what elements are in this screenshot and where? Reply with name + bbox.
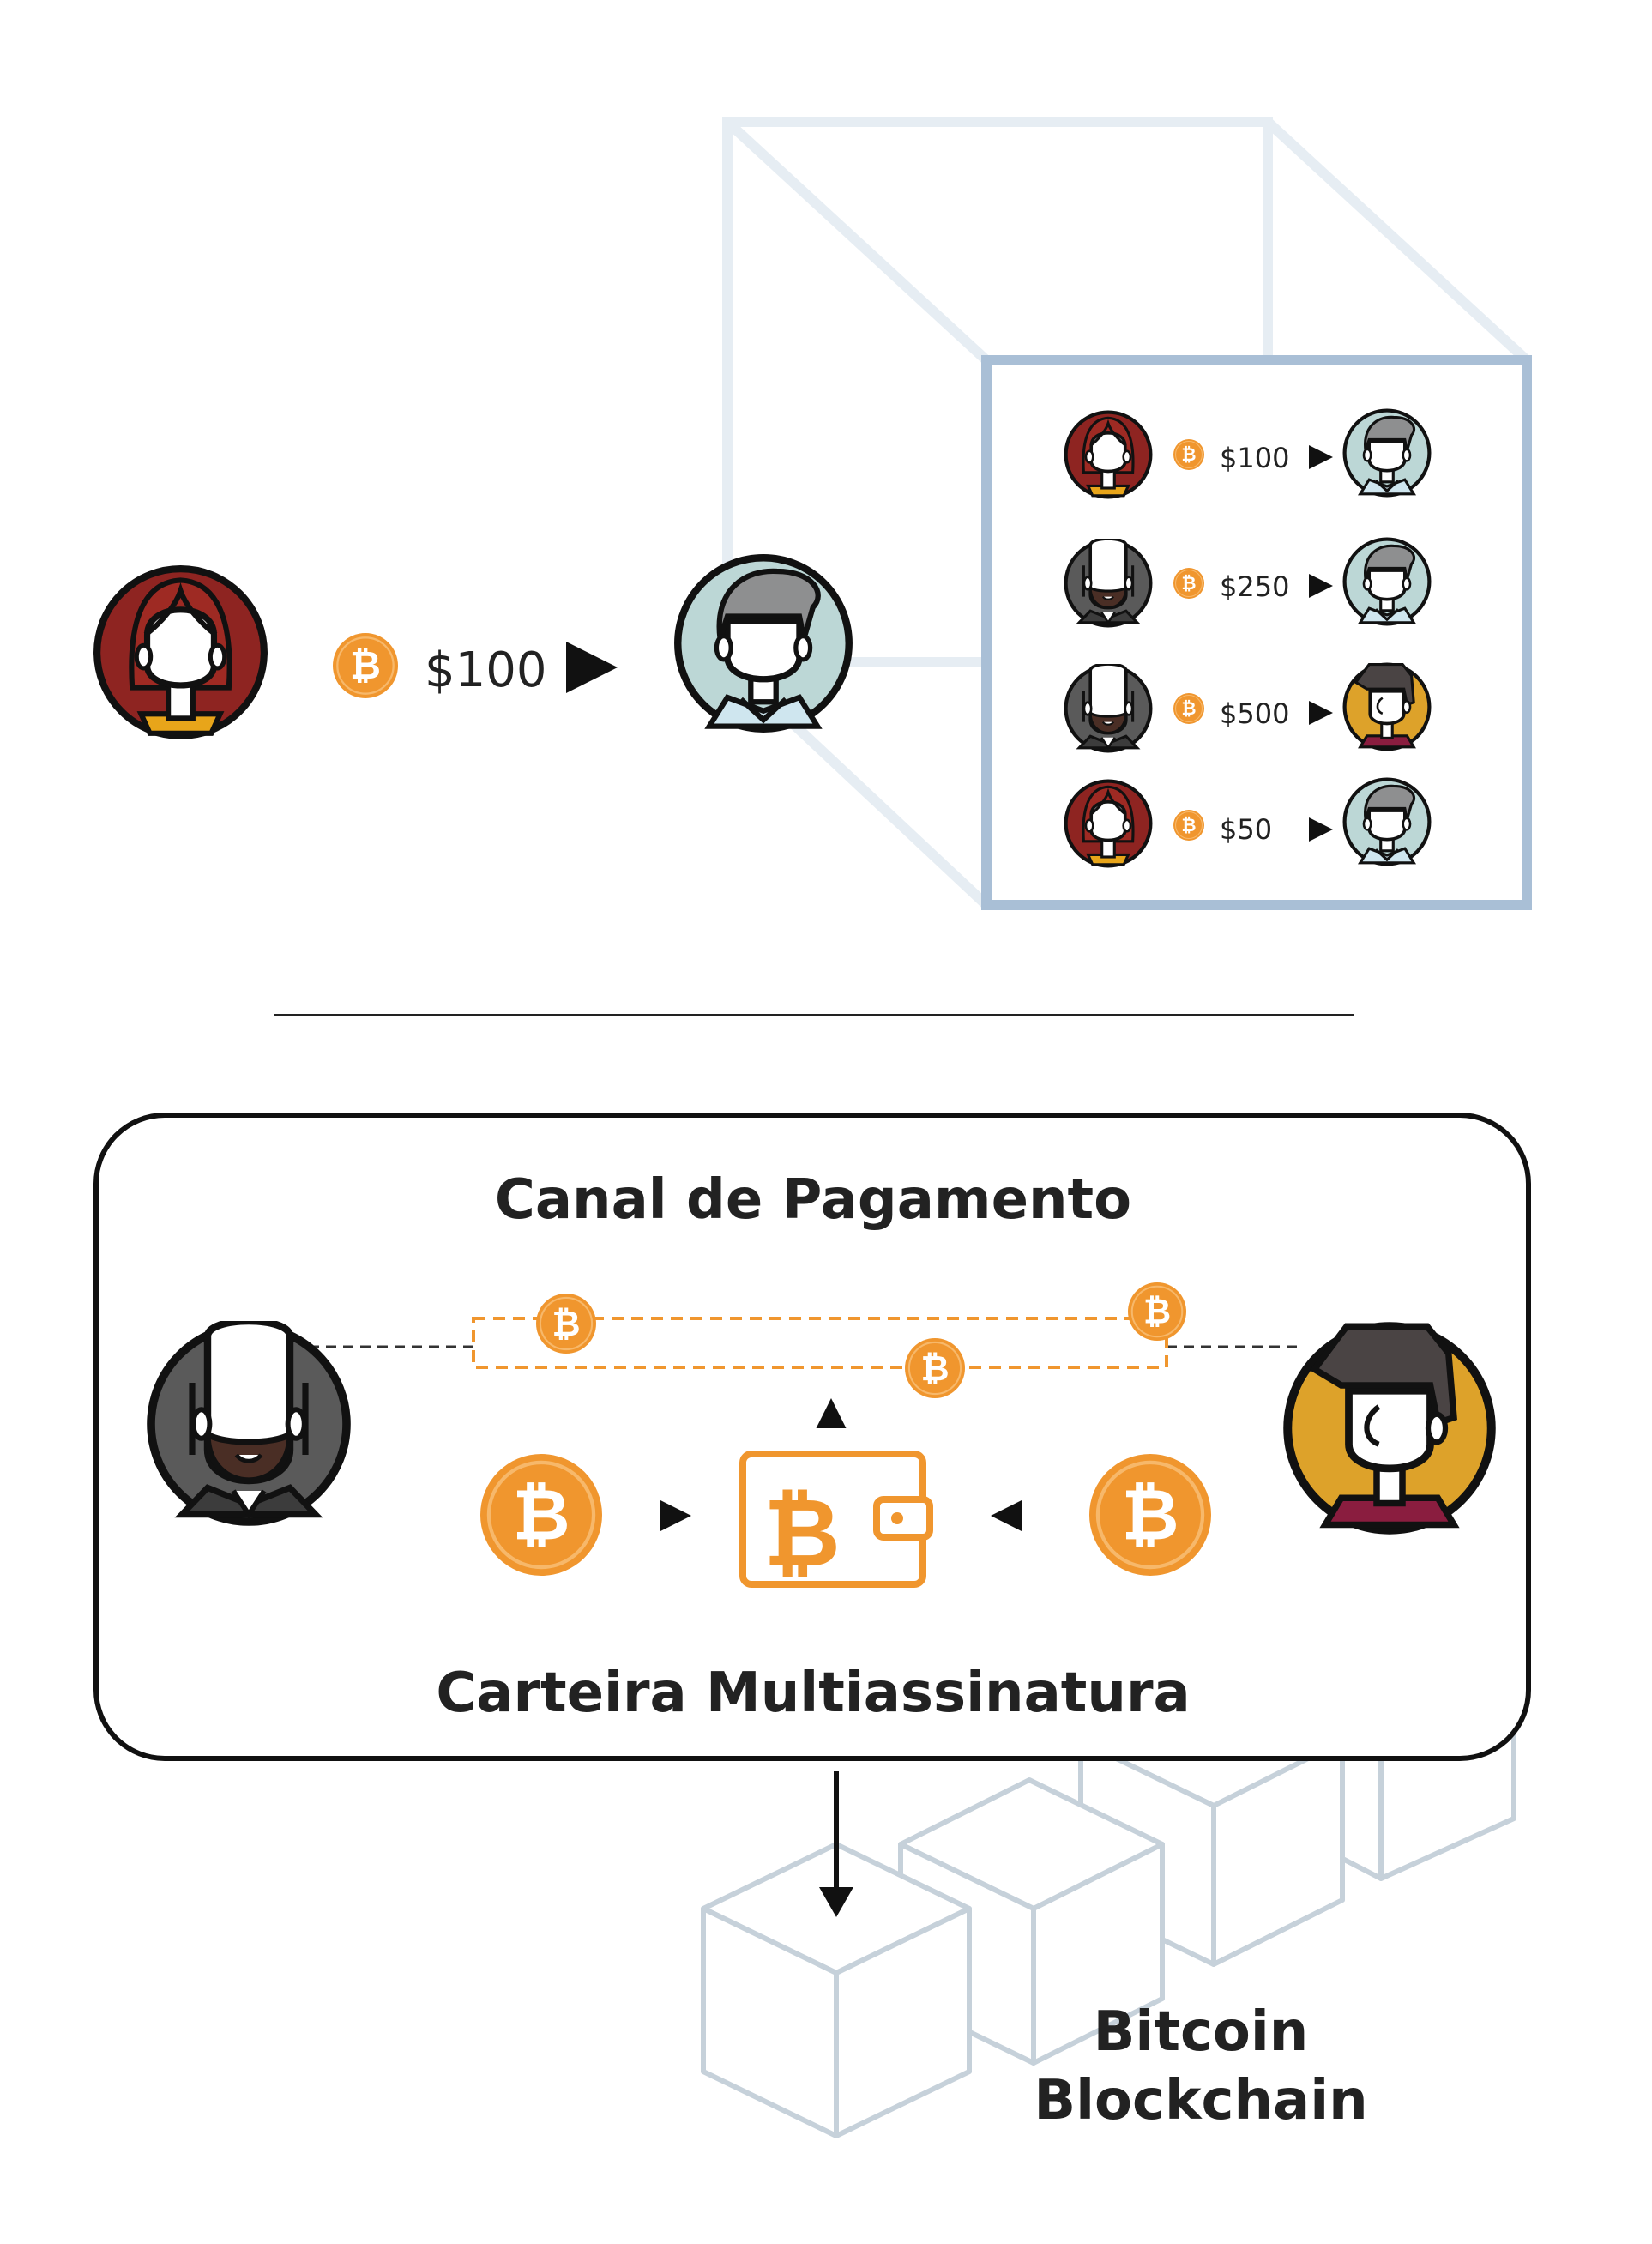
sender-avatar-icon: [1066, 781, 1151, 866]
receiver-avatar-icon: [1345, 780, 1430, 865]
block-tx-4: $50: [1066, 780, 1430, 866]
bitcoin-coin-icon: [905, 1338, 965, 1398]
settlement-arrow: [819, 1771, 853, 1917]
single-transaction: $100: [97, 558, 849, 736]
bitcoin-coin-icon: [1128, 1282, 1186, 1341]
receiver-avatar-icon: [1345, 411, 1430, 496]
bitcoin-coin-icon: [480, 1454, 602, 1576]
bitcoin-coin-icon: [1173, 439, 1204, 470]
blockchain-label-line2: Blockchain: [1034, 2069, 1367, 2132]
receiver-avatar-icon: [1345, 665, 1430, 750]
sender-avatar-icon: [97, 569, 264, 736]
blockchain-cubes: [701, 1674, 1516, 2138]
block-tx-amount: $50: [1220, 813, 1272, 846]
bitcoin-coin-icon: [1173, 810, 1204, 841]
blockchain-label-line1: Bitcoin: [1094, 2000, 1309, 2064]
receiver-avatar-icon: [678, 558, 849, 729]
party-b-avatar-icon: [1287, 1326, 1492, 1530]
channel-state-box: [472, 1317, 1168, 1369]
bitcoin-coin-icon: [1173, 693, 1204, 724]
bitcoin-coin-icon: [1173, 568, 1204, 599]
sender-avatar-icon: [1066, 664, 1151, 751]
party-a-avatar-icon: [151, 1321, 347, 1522]
payment-channel-box: [93, 1113, 1531, 1761]
channel-title: Canal de Pagamento: [495, 1168, 1131, 1232]
triangle-arrow-icon: [566, 642, 618, 693]
block-tx-1: $100: [1066, 411, 1430, 498]
bitcoin-coin-icon: [536, 1294, 596, 1354]
bitcoin-wallet-icon: ₿: [739, 1451, 933, 1588]
receiver-avatar-icon: [1345, 540, 1430, 624]
bitcoin-coin-icon: [1089, 1454, 1211, 1576]
block-tx-amount: $100: [1220, 442, 1289, 474]
sender-avatar-icon: [1066, 539, 1151, 625]
sender-avatar-icon: [1066, 413, 1151, 498]
block-tx-3: $500: [1066, 664, 1430, 751]
svg-text:₿: ₿: [763, 1478, 841, 1588]
bitcoin-coin-icon: [333, 633, 398, 698]
wallet-label: Carteira Multiassinatura: [436, 1662, 1190, 1725]
block-tx-2: $250: [1066, 539, 1430, 625]
block-tx-amount: $250: [1220, 570, 1289, 603]
block-tx-amount: $500: [1220, 697, 1289, 730]
transaction-amount: $100: [425, 642, 547, 698]
